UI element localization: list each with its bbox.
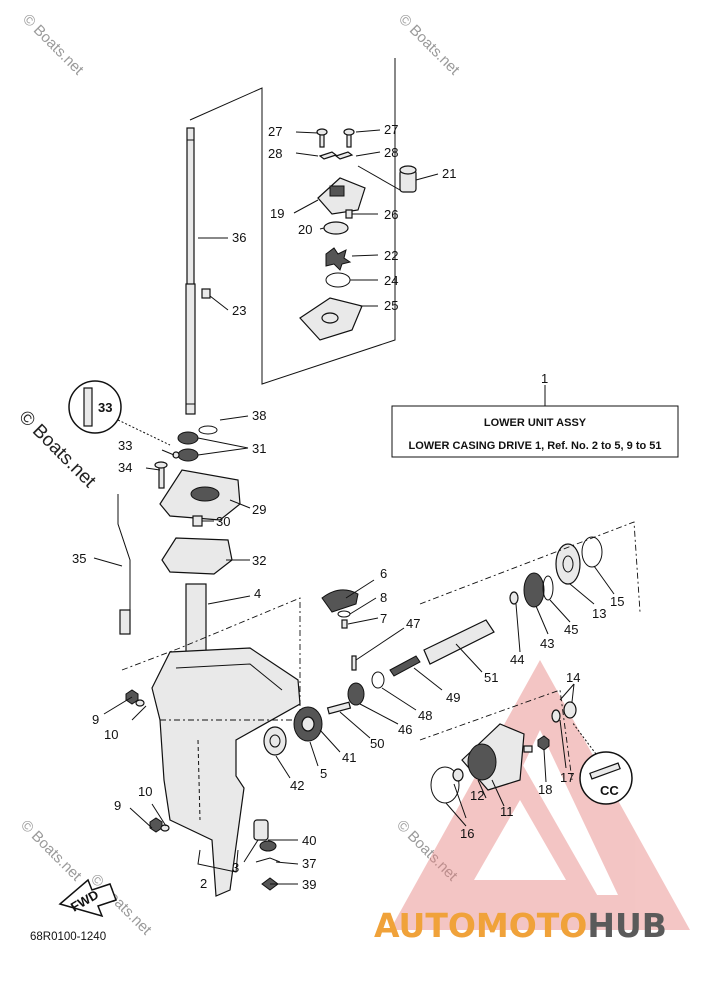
label-48: 48 xyxy=(418,708,432,723)
label-12: 12 xyxy=(470,788,484,803)
part-labels: 27 27 28 28 21 19 26 20 36 22 24 25 23 1… xyxy=(72,122,624,892)
water-pump-group-outline xyxy=(189,58,396,385)
label-14: 14 xyxy=(566,670,580,685)
label-10: 10 xyxy=(138,784,152,799)
label-4: 4 xyxy=(254,586,261,601)
label-1: 1 xyxy=(541,371,548,386)
label-26: 26 xyxy=(384,207,398,222)
label-44: 44 xyxy=(510,652,524,667)
label-42: 42 xyxy=(290,778,304,793)
svg-text:AUTOMOTOHUB: AUTOMOTOHUB xyxy=(374,906,667,945)
info-box-title: LOWER UNIT ASSY xyxy=(484,417,587,429)
brand-triangle-logo xyxy=(390,660,690,930)
label-45: 45 xyxy=(564,622,578,637)
label-25: 25 xyxy=(384,298,398,313)
label-46: 46 xyxy=(398,722,412,737)
label-41: 41 xyxy=(342,750,356,765)
label-50: 50 xyxy=(370,736,384,751)
label-13: 13 xyxy=(592,606,606,621)
label-32: 32 xyxy=(252,553,266,568)
leader-lines xyxy=(93,129,615,885)
prop-shaft-housing xyxy=(419,689,577,804)
gear-parts xyxy=(263,521,641,756)
drive-shaft xyxy=(185,127,196,415)
callout-cc: CC xyxy=(571,721,633,805)
callout-code: 33 xyxy=(98,400,112,415)
brand-part-1: AUTOMOTO xyxy=(374,906,587,945)
label-39: 39 xyxy=(302,877,316,892)
label-7: 7 xyxy=(380,611,387,626)
watermark: © Boats.net xyxy=(395,11,463,79)
label-38: 38 xyxy=(252,408,266,423)
water-inlet-parts xyxy=(253,819,281,891)
clip-23 xyxy=(201,288,211,299)
callout-code: CC xyxy=(600,783,619,798)
label-28: 28 xyxy=(268,146,282,161)
label-21: 21 xyxy=(442,166,456,181)
label-16: 16 xyxy=(460,826,474,841)
label-22: 22 xyxy=(384,248,398,263)
label-27: 27 xyxy=(268,124,282,139)
label-36: 36 xyxy=(232,230,246,245)
label-51: 51 xyxy=(484,670,498,685)
label-6: 6 xyxy=(380,566,387,581)
label-37: 37 xyxy=(302,856,316,871)
label-10: 10 xyxy=(104,727,118,742)
label-5: 5 xyxy=(320,766,327,781)
label-49: 49 xyxy=(446,690,460,705)
watermark: © Boats.net xyxy=(17,817,85,885)
drawing-code: 68R0100-1240 xyxy=(30,931,106,943)
label-30: 30 xyxy=(216,514,230,529)
label-9: 9 xyxy=(92,712,99,727)
label-15: 15 xyxy=(610,594,624,609)
label-8: 8 xyxy=(380,590,387,605)
lower-casing xyxy=(121,597,301,897)
label-27: 27 xyxy=(384,122,398,137)
label-3: 3 xyxy=(232,860,239,875)
callout-33: 33 xyxy=(68,380,171,446)
watermark: © Boats.net xyxy=(19,11,87,79)
label-19: 19 xyxy=(270,206,284,221)
pump-housing-parts xyxy=(299,128,417,341)
label-9: 9 xyxy=(114,798,121,813)
label-33: 33 xyxy=(118,438,132,453)
fwd-arrow: FWD xyxy=(58,878,117,918)
label-17: 17 xyxy=(560,770,574,785)
brand-part-2: HUB xyxy=(587,906,667,945)
label-28: 28 xyxy=(384,145,398,160)
label-35: 35 xyxy=(72,551,86,566)
upper-casing-parts xyxy=(154,425,241,575)
label-43: 43 xyxy=(540,636,554,651)
label-34: 34 xyxy=(118,460,132,475)
shift-rod xyxy=(117,494,131,635)
label-47: 47 xyxy=(406,616,420,631)
label-18: 18 xyxy=(538,782,552,797)
info-box: LOWER UNIT ASSY LOWER CASING DRIVE 1, Re… xyxy=(391,385,679,458)
label-23: 23 xyxy=(232,303,246,318)
brand-wordmark: AUTOMOTOHUB xyxy=(374,906,667,945)
label-24: 24 xyxy=(384,273,398,288)
label-20: 20 xyxy=(298,222,312,237)
label-31: 31 xyxy=(252,441,266,456)
label-40: 40 xyxy=(302,833,316,848)
label-2: 2 xyxy=(200,876,207,891)
info-box-subtitle: LOWER CASING DRIVE 1, Ref. No. 2 to 5, 9… xyxy=(408,440,661,452)
label-11: 11 xyxy=(500,804,514,819)
label-29: 29 xyxy=(252,502,266,517)
